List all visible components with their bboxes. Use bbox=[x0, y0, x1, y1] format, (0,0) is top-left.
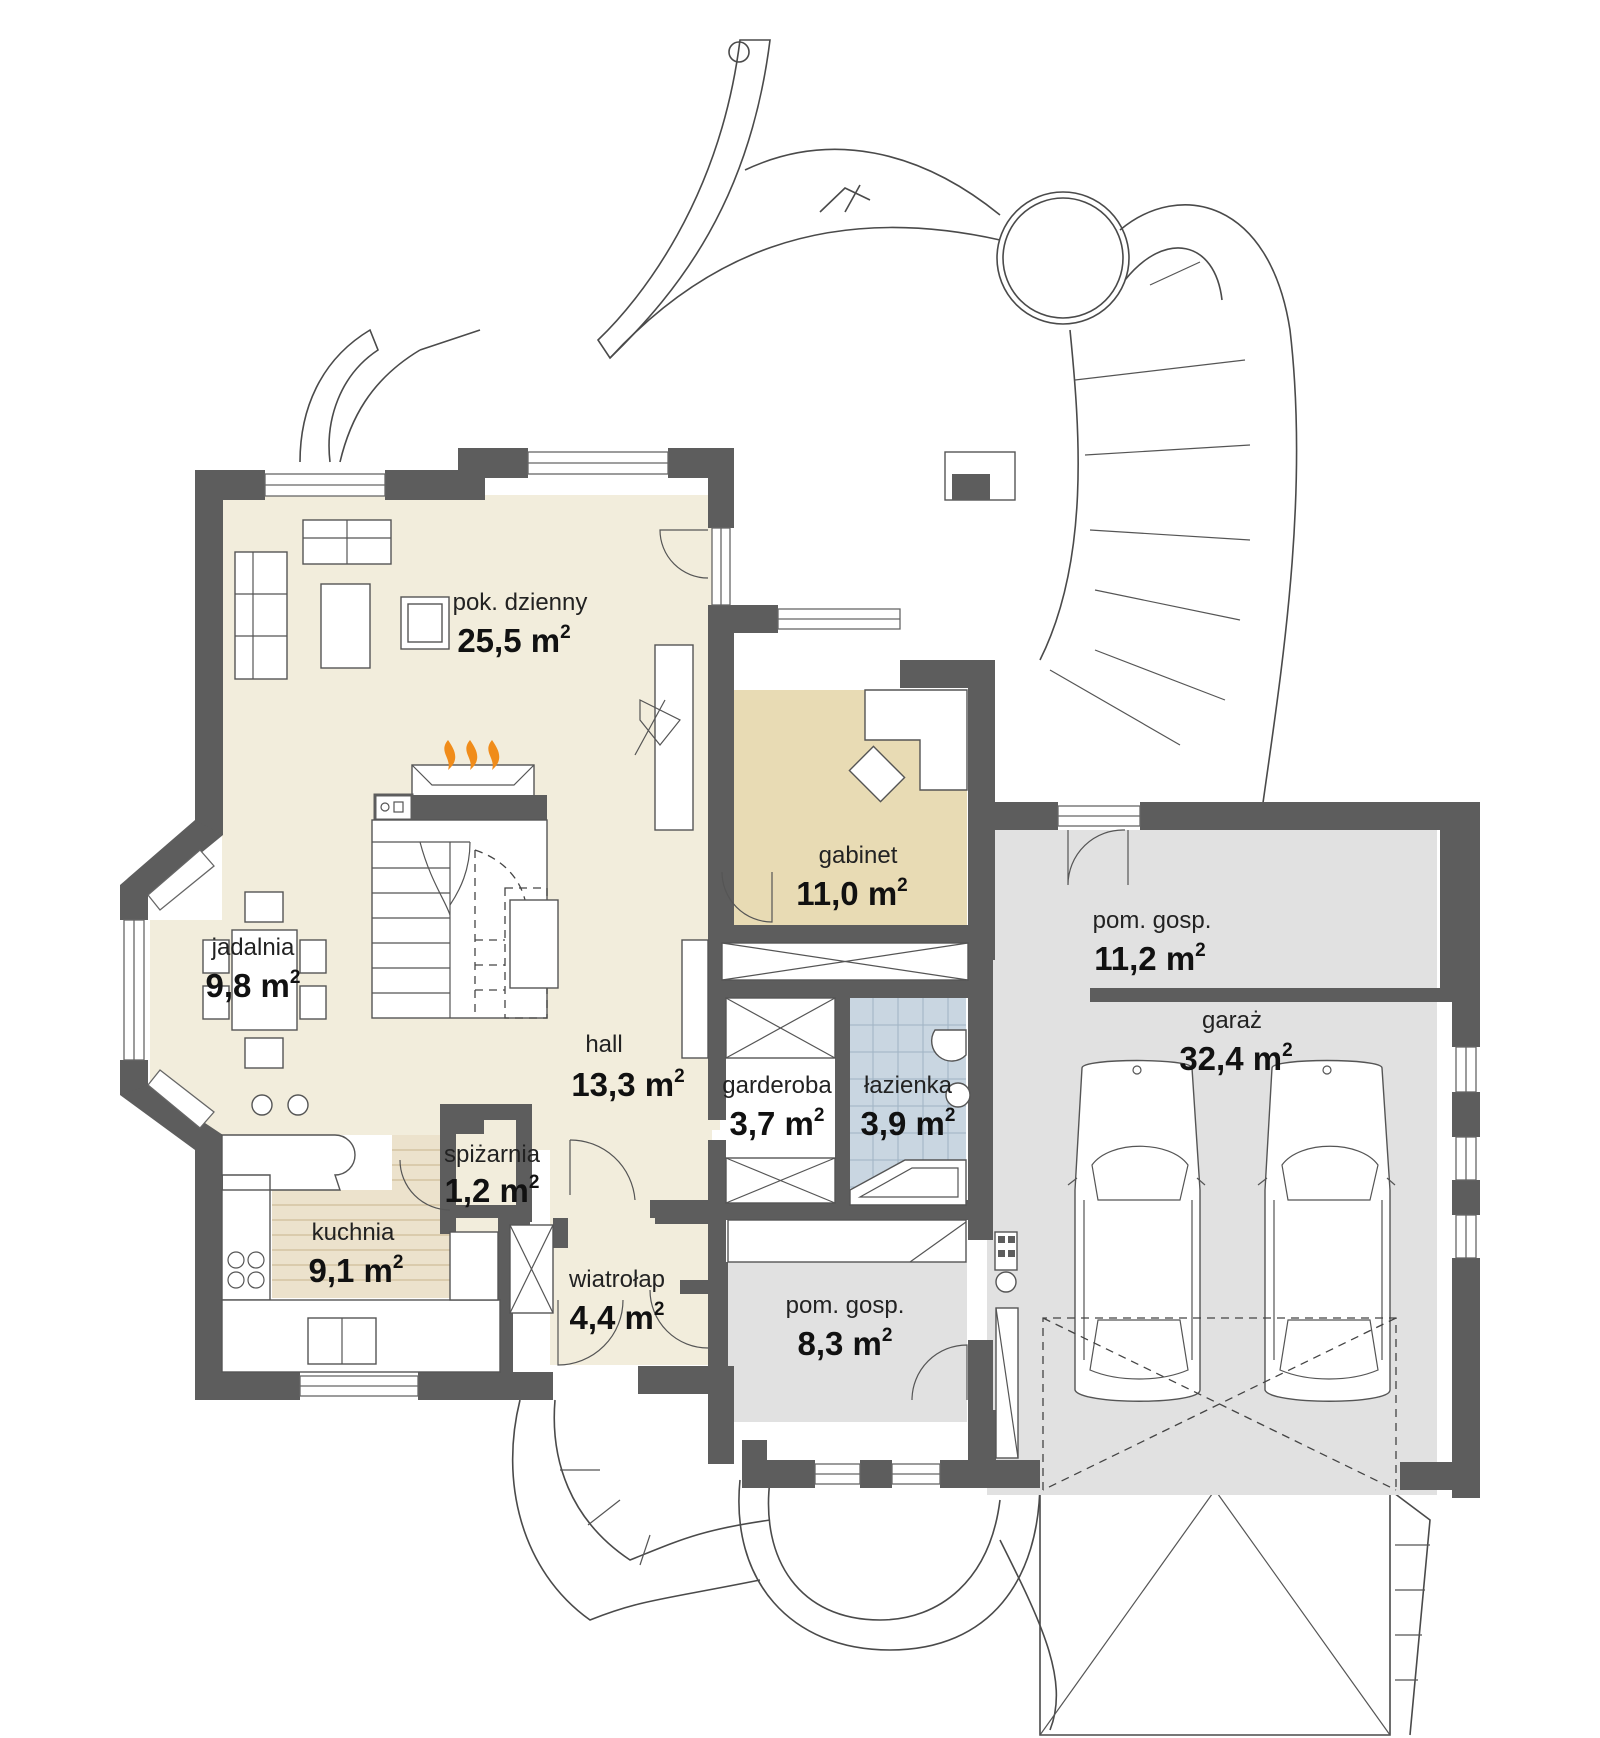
car-right bbox=[1257, 1059, 1396, 1402]
room-area-hall: 13,3 m2 bbox=[571, 1066, 684, 1103]
coffee-table bbox=[320, 583, 371, 669]
doors bbox=[399, 529, 1129, 1401]
room-name-hall: hall bbox=[585, 1031, 622, 1058]
room-name-wardrobe: garderoba bbox=[722, 1072, 832, 1099]
room-area-wardrobe: 3,7 m2 bbox=[730, 1105, 825, 1142]
room-area-office: 11,0 m2 bbox=[796, 875, 908, 912]
tv-cabinet bbox=[654, 644, 694, 831]
windows bbox=[123, 451, 1477, 1485]
walls bbox=[120, 448, 1480, 1498]
room-name-garage: garaż bbox=[1202, 1007, 1262, 1034]
flame-icon bbox=[488, 740, 500, 770]
bench bbox=[509, 899, 559, 989]
room-area-dining: 9,8 m2 bbox=[206, 967, 301, 1004]
room-area-kitchen: 9,1 m2 bbox=[309, 1252, 404, 1289]
kitchen-furniture bbox=[221, 1094, 501, 1373]
flame-icon bbox=[466, 740, 478, 770]
room-name-living: pok. dzienny bbox=[453, 589, 588, 616]
staircase bbox=[371, 819, 559, 1019]
wardrobe-furniture bbox=[509, 939, 969, 1314]
room-area-pantry: 1,2 m2 bbox=[445, 1172, 540, 1209]
garage-door-swing bbox=[1042, 1317, 1397, 1491]
room-name-utility-top: pom. gosp. bbox=[1093, 907, 1212, 934]
room-area-vestibule: 4,4 m2 bbox=[570, 1299, 665, 1336]
room-area-garage: 32,4 m2 bbox=[1179, 1040, 1292, 1077]
utility-fixtures bbox=[994, 1231, 1019, 1459]
car-left bbox=[1067, 1059, 1206, 1402]
room-name-office: gabinet bbox=[819, 842, 898, 869]
room-labels: pok. dzienny 25,5 m2 gabinet 11,0 m2 pom… bbox=[206, 589, 1293, 1362]
terrace-outlines bbox=[299, 39, 1431, 1736]
flame-icon bbox=[444, 740, 456, 770]
room-name-vestibule: wiatrołap bbox=[568, 1266, 665, 1293]
office-furniture bbox=[848, 689, 968, 803]
room-name-pantry: spiżarnia bbox=[444, 1141, 541, 1168]
round-planter bbox=[996, 191, 1130, 325]
sofa-left bbox=[234, 551, 288, 680]
dining-furniture bbox=[202, 891, 327, 1069]
living-furniture bbox=[234, 519, 694, 831]
room-name-dining: jadalnia bbox=[211, 934, 295, 961]
room-area-bathroom: 3,9 m2 bbox=[861, 1105, 956, 1142]
room-name-bathroom: łazienka bbox=[864, 1072, 953, 1099]
room-area-utility-bottom: 8,3 m2 bbox=[798, 1325, 893, 1362]
bathroom-fixtures bbox=[849, 1029, 971, 1206]
dining-table bbox=[231, 929, 298, 1031]
room-name-utility-bottom: pom. gosp. bbox=[786, 1292, 905, 1319]
room-area-utility-top: 11,2 m2 bbox=[1094, 940, 1206, 977]
room-area-living: 25,5 m2 bbox=[457, 622, 570, 659]
room-name-kitchen: kuchnia bbox=[312, 1219, 395, 1246]
